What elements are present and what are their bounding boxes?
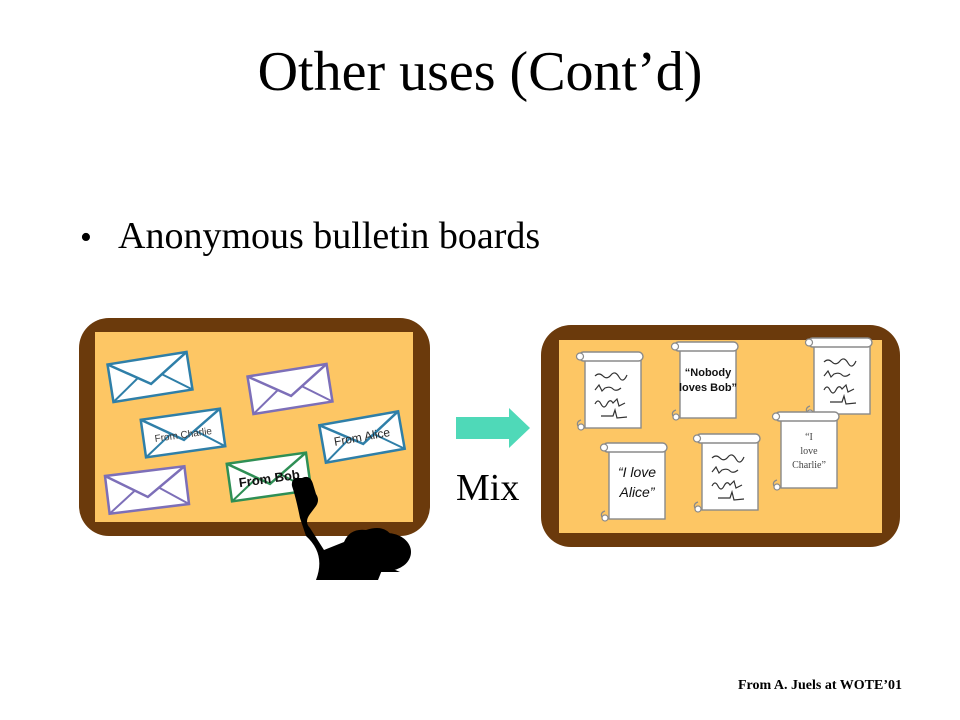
scroll-line: love <box>800 446 818 457</box>
envelope-icon <box>103 465 191 515</box>
bullet-item: • Anonymous bulletin boards <box>80 214 540 260</box>
envelope-from-charlie: From Charlie <box>139 407 227 459</box>
mix-label: Mix <box>456 467 520 509</box>
person-silhouette-icon <box>291 476 411 580</box>
bullet-dot-icon: • <box>80 219 92 256</box>
slide-title: Other uses (Cont’d) <box>257 41 703 103</box>
scroll-line: loves Bob” <box>679 382 737 394</box>
bullet-text: Anonymous bulletin boards <box>118 215 541 257</box>
scroll-line: Charlie” <box>792 460 826 471</box>
source-credit: From A. Juels at WOTE’01 <box>738 678 902 693</box>
scroll-icon <box>575 351 644 431</box>
envelope-from-bob: From Bob <box>225 451 313 503</box>
scroll-icon <box>804 337 873 417</box>
scroll-i-love-alice: “I love Alice” <box>599 442 668 522</box>
scroll-line: Alice” <box>618 484 655 500</box>
scroll-nobody-loves-bob: “Nobody loves Bob” <box>670 341 739 421</box>
scroll-icon <box>692 433 761 513</box>
scroll-line: “Nobody <box>685 367 732 379</box>
scroll-line: “I <box>805 432 813 443</box>
left-bulletin-board: From Charlie From Alice From Bob <box>79 318 430 580</box>
scroll-i-love-charlie: “I love Charlie” <box>771 411 840 491</box>
envelope-from-alice: From Alice <box>318 410 406 464</box>
scroll-line: “I love <box>618 464 656 480</box>
mix-arrow-icon <box>456 408 530 448</box>
right-bulletin-board: “Nobody loves Bob” “I love Alice” “I lov… <box>541 325 900 547</box>
